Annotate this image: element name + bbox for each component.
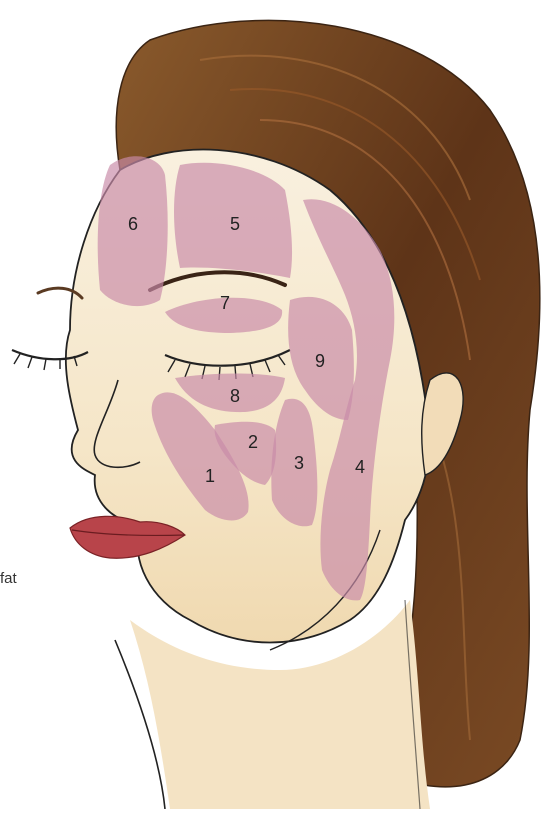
edge-label-fat: fat bbox=[0, 570, 18, 587]
compartment-1-label: 1 bbox=[205, 466, 215, 486]
compartment-2-label: 2 bbox=[248, 432, 258, 452]
compartment-8-label: 8 bbox=[230, 386, 240, 406]
compartment-6-label: 6 bbox=[128, 214, 138, 234]
compartment-7-label: 7 bbox=[220, 293, 230, 313]
compartment-3-label: 3 bbox=[294, 453, 304, 473]
compartment-9-label: 9 bbox=[315, 351, 325, 371]
compartment-5-label: 5 bbox=[230, 214, 240, 234]
compartment-4-label: 4 bbox=[355, 457, 365, 477]
